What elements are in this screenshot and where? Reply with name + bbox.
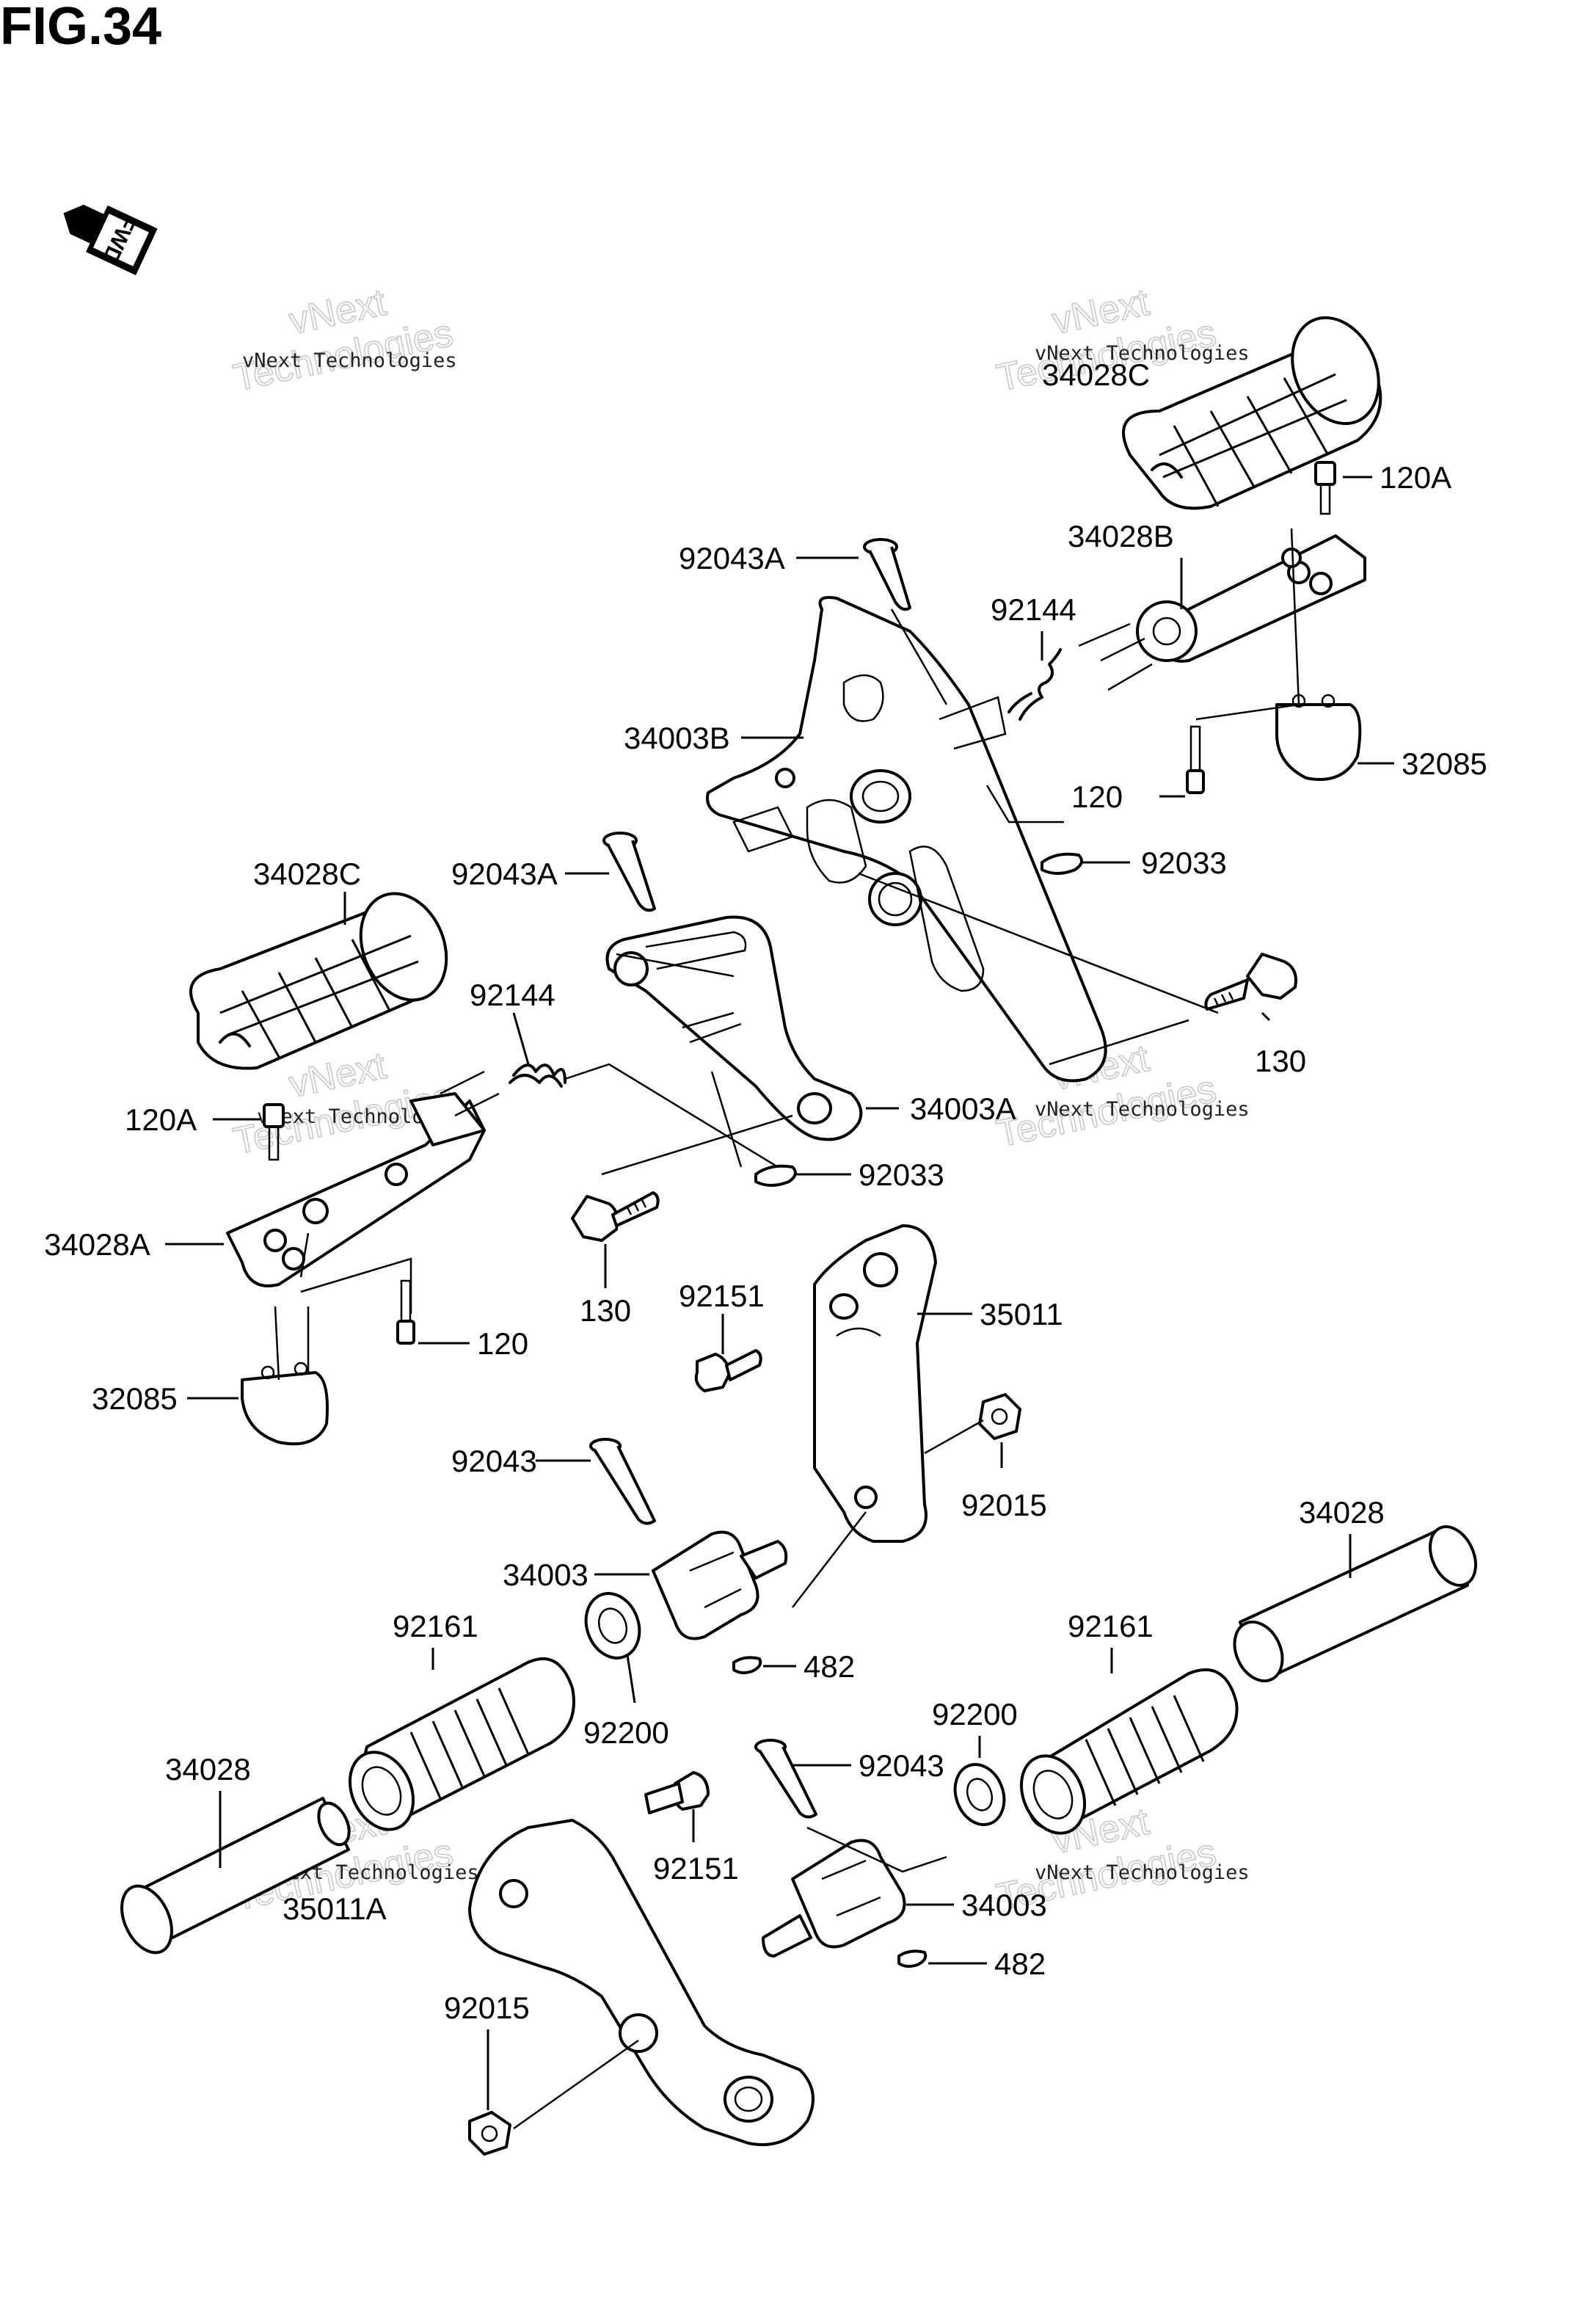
grip-92161-right [1019, 1668, 1239, 1835]
bolt-92151-low [644, 1771, 710, 1814]
label-120a-top: 120A [1380, 460, 1451, 495]
label-130-right: 130 [1255, 1044, 1306, 1078]
rubber-pad-32085-left [241, 1362, 329, 1446]
leader-lines [165, 476, 1394, 2110]
label-34028-left: 34028 [165, 1752, 251, 1786]
nut-92015-left [468, 2111, 511, 2156]
clip-92033-mid [754, 1164, 797, 1187]
label-120-left: 120 [477, 1326, 528, 1361]
bracket-35011a [468, 1819, 815, 2146]
label-34028-right: 34028 [1299, 1495, 1385, 1530]
footpeg-rubber-top-right [1122, 316, 1382, 510]
part-labels: 34028C 120A 34028B 92043A 92144 34003B 1… [44, 357, 1487, 2025]
svg-text:vNext Technologies: vNext Technologies [1035, 342, 1250, 365]
bolt-120-left [396, 1279, 415, 1345]
watermark-2: vNext Technologies vNext Technologies [993, 280, 1250, 400]
label-34028a: 34028A [44, 1227, 150, 1262]
label-92015-right: 92015 [961, 1488, 1047, 1522]
spring-92144-top [1007, 648, 1062, 721]
clevis-34003-low [762, 1839, 906, 1957]
label-34028c-top: 34028C [1042, 357, 1150, 392]
washer-92200-left [584, 1592, 641, 1660]
footpeg-bracket-34028b [1078, 534, 1366, 691]
label-92043a-mid: 92043A [451, 857, 558, 891]
footpeg-rubber-left [189, 892, 448, 1070]
bracket-35011 [813, 1224, 937, 1543]
label-35011a: 35011A [283, 1891, 387, 1926]
label-92151-low: 92151 [653, 1851, 739, 1886]
clip-482-mid [732, 1656, 762, 1675]
watermark-1: vNext Technologies vNext Technologies [230, 280, 458, 400]
label-34028b: 34028B [1068, 519, 1174, 553]
label-92015-left: 92015 [444, 1991, 530, 2025]
footpeg-bracket-34028a [226, 1070, 500, 1287]
clip-482-low [897, 1949, 928, 1969]
label-120-top: 120 [1071, 779, 1123, 814]
bolt-130-right [1204, 953, 1297, 1011]
pin-92043-low [754, 1739, 817, 1819]
bracket-34003b [706, 596, 1107, 1083]
label-34003a: 34003A [910, 1091, 1016, 1126]
pin-92043-left [589, 1438, 656, 1525]
label-32085-left: 32085 [92, 1381, 178, 1416]
forward-arrow-icon: FWD [63, 204, 158, 275]
label-92144-left: 92144 [470, 978, 555, 1012]
label-482-low: 482 [994, 1946, 1046, 1981]
label-92033-mid: 92033 [859, 1157, 944, 1192]
footpeg-tube-34028-left [120, 1797, 351, 1955]
label-35011: 35011 [980, 1297, 1063, 1331]
grip-92161-left [348, 1657, 575, 1831]
spring-92144-left [509, 1064, 566, 1088]
bolt-130-mid [571, 1191, 660, 1242]
assembly-lines [274, 528, 1300, 2130]
svg-text:vNext Technologies: vNext Technologies [1035, 1098, 1250, 1121]
clevis-34003-mid [652, 1530, 788, 1640]
svg-text:vNext Technologies: vNext Technologies [242, 349, 457, 372]
label-92161-right: 92161 [1068, 1609, 1154, 1643]
label-120a-left: 120A [125, 1102, 197, 1137]
bolt-120-top [1186, 725, 1205, 794]
svg-text:vNext Technologies: vNext Technologies [1035, 1861, 1250, 1884]
label-92144-top: 92144 [991, 592, 1076, 627]
label-92151-mid: 92151 [679, 1279, 765, 1313]
bracket-34003a [605, 915, 863, 1141]
label-34003-mid: 34003 [503, 1557, 589, 1592]
pin-92043a-top [863, 538, 911, 611]
label-92200-right: 92200 [932, 1697, 1018, 1731]
label-92033-top: 92033 [1141, 846, 1227, 880]
footpeg-tube-34028-right [1233, 1525, 1477, 1683]
label-32085-top: 32085 [1402, 746, 1487, 781]
rubber-pad-32085-top [1275, 694, 1362, 781]
label-92043a-top: 92043A [679, 541, 785, 575]
bolt-92151-mid [694, 1349, 762, 1392]
clip-92033-top [1041, 852, 1083, 875]
label-92200-left: 92200 [583, 1715, 669, 1750]
figure-title: FIG.34 [0, 0, 161, 56]
label-92043-low: 92043 [859, 1748, 944, 1783]
label-92043-left: 92043 [451, 1444, 537, 1478]
bolt-120a-left [263, 1103, 285, 1161]
pin-92043a-mid [602, 832, 656, 912]
label-130-mid: 130 [580, 1293, 631, 1328]
label-92161-left: 92161 [393, 1609, 478, 1643]
label-34003-low: 34003 [961, 1888, 1047, 1922]
washer-92200-right [953, 1763, 1006, 1826]
label-482-mid: 482 [804, 1649, 855, 1684]
label-34003b: 34003B [624, 721, 730, 755]
bolt-120a-top [1314, 461, 1336, 515]
nut-92015-right [978, 1393, 1021, 1440]
label-34028c-left: 34028C [253, 857, 361, 891]
